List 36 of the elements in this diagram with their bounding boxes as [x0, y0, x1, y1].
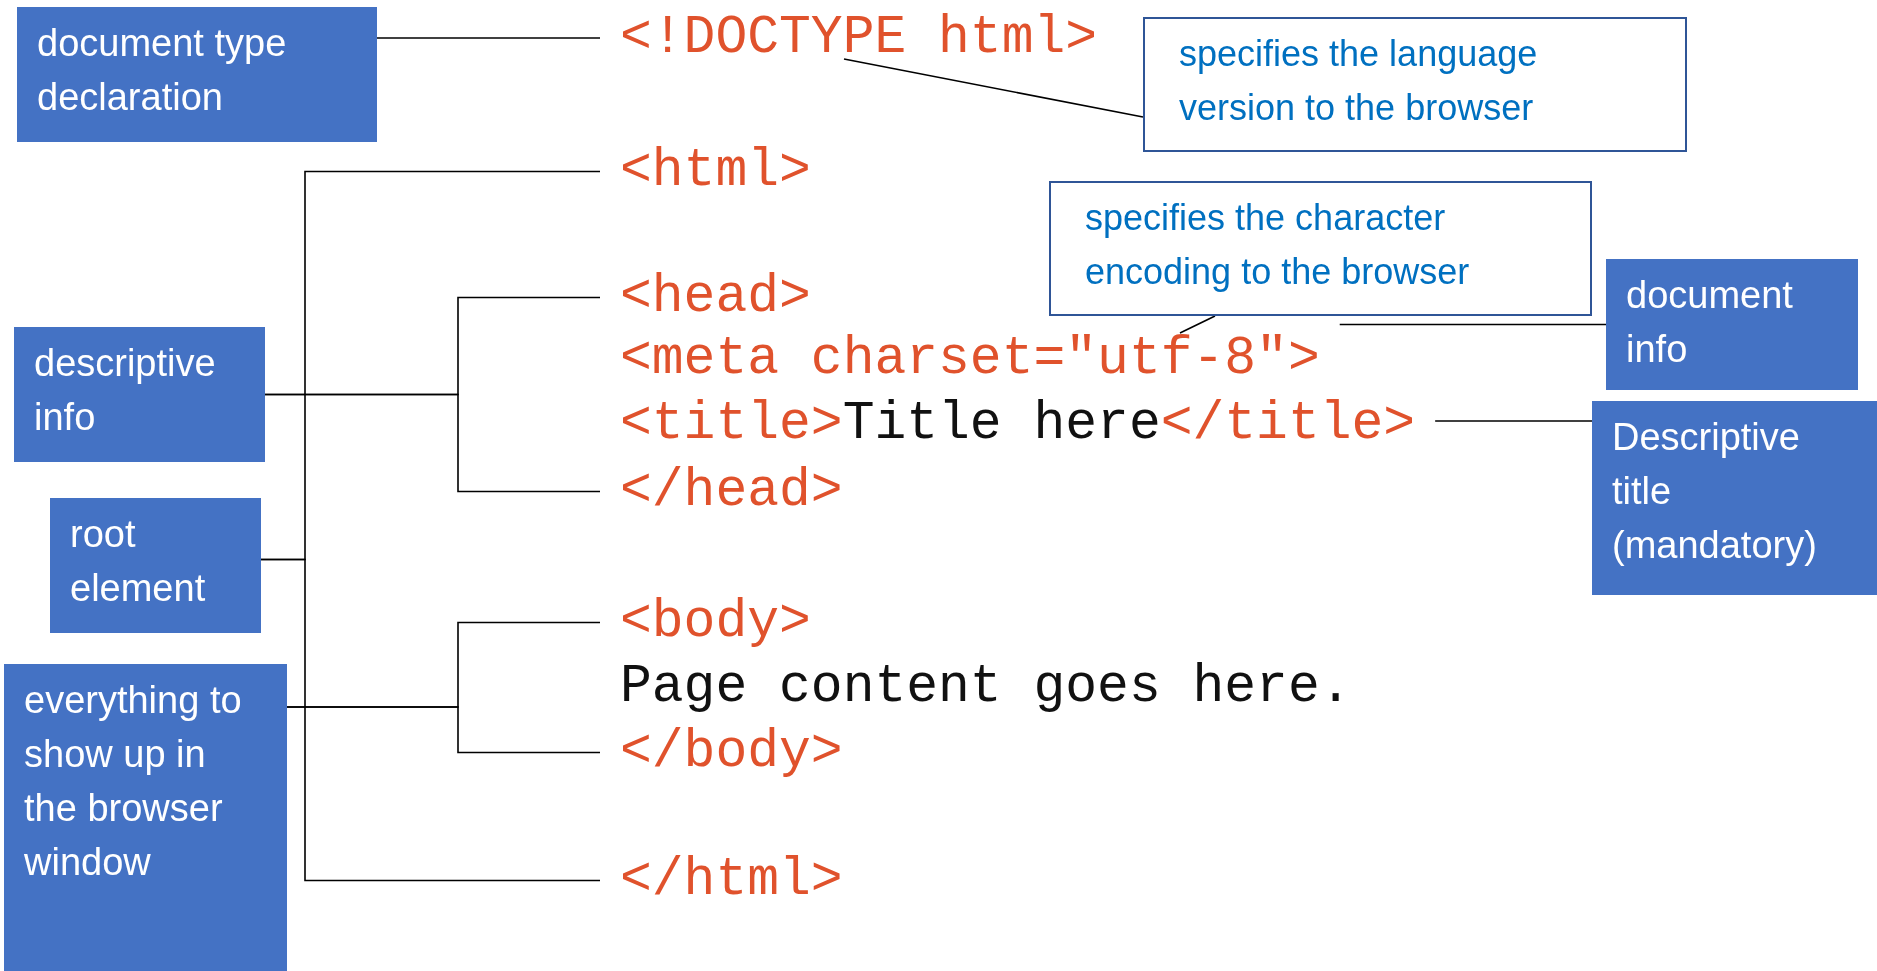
connector-line	[1434, 420, 1593, 422]
code-tag: <html>	[620, 141, 811, 201]
connector-line	[260, 558, 601, 882]
connector-line	[1338, 323, 1607, 326]
annotation-box	[1606, 259, 1858, 390]
code-tag: </html>	[620, 850, 843, 910]
code-tag: <title>	[620, 394, 843, 454]
connector-line	[843, 58, 1144, 118]
annotation-box	[4, 664, 287, 971]
code-tag: <body>	[620, 592, 811, 652]
callout-text: specifies the language version to the browser	[1179, 33, 1538, 128]
annotation-box	[50, 498, 261, 633]
code-tag: <!DOCTYPE html>	[620, 8, 1098, 68]
annotation-text: everything to show up in the browser window	[24, 679, 242, 883]
code-tag: </head>	[620, 461, 843, 521]
code-tag: </title>	[1160, 394, 1416, 454]
code-tag: </body>	[620, 722, 843, 782]
connector-line	[1179, 315, 1216, 334]
annotation-text: Descriptive title (mandatory)	[1612, 416, 1817, 566]
annotation-box	[1592, 401, 1877, 595]
callout-text: specifies the character encoding to the browser	[1085, 197, 1470, 292]
connector-line	[264, 393, 601, 493]
annotation-box	[14, 327, 265, 462]
connector-line	[286, 706, 601, 754]
code-text: Page content goes here.	[620, 657, 1352, 717]
connector-line	[376, 37, 601, 39]
code-text: Title here	[842, 394, 1161, 454]
callout-box	[1049, 181, 1592, 316]
annotation-text: root element	[70, 513, 206, 609]
annotation-box	[17, 7, 377, 142]
code-tag: <head>	[620, 267, 811, 327]
code-tag: <meta charset="utf-8">	[620, 329, 1320, 389]
annotation-text: descriptive info	[34, 342, 216, 438]
annotation-text: document info	[1626, 274, 1793, 370]
callout-box	[1143, 17, 1687, 152]
annotation-text: document type declaration	[37, 22, 287, 118]
